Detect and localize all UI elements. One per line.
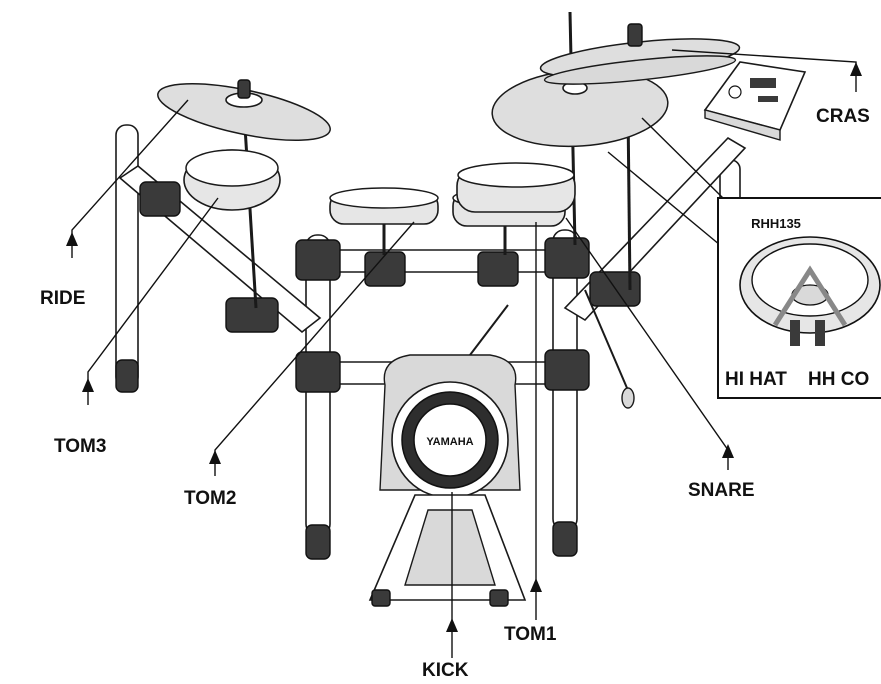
snare-pad-head — [457, 162, 575, 188]
module-knob-icon — [728, 85, 742, 99]
arrow-kick — [446, 618, 458, 632]
rack-foot-front-left — [305, 524, 331, 560]
arrow-tom1 — [530, 578, 542, 592]
rhh135-inset: RHH135 HI HAT HH CO — [607, 117, 881, 399]
hihat-jack-icon — [790, 320, 800, 346]
rhh135-triangle-marker — [772, 265, 848, 327]
leader-tom3 — [87, 197, 219, 405]
hh-stand-rod — [584, 289, 631, 396]
clamp-far-left — [139, 181, 181, 217]
arrow-tom2 — [209, 450, 221, 464]
inset-model-label: RHH135 — [751, 216, 801, 231]
label-tom2: TOM2 — [184, 488, 236, 509]
arrow-crash — [850, 62, 862, 76]
rack-crossbar-upper — [311, 249, 563, 273]
hh-stand-foot — [621, 387, 635, 409]
kick-pad-spur-left — [371, 589, 391, 607]
tom3-pad — [183, 149, 281, 211]
inset-pointer-a — [607, 151, 721, 246]
clamp-tom1 — [477, 251, 519, 287]
clamp-upper-left — [295, 239, 341, 281]
leader-ride — [71, 99, 189, 258]
clamp-tom2 — [364, 251, 406, 287]
kick-pad-spur-right — [489, 589, 509, 607]
inset-hihat-label: HI HAT — [725, 369, 787, 390]
module-display-icon — [750, 78, 776, 88]
ride-cymbal — [157, 79, 331, 141]
drum-module-front — [704, 109, 781, 141]
module-buttons-icon — [758, 96, 778, 102]
inset-pointer-b — [641, 117, 726, 201]
rack-foot-front-right — [552, 521, 578, 557]
kick-pad-face — [413, 403, 487, 477]
clamp-lower-right — [544, 349, 590, 391]
tom2-pad — [329, 187, 439, 255]
brand-logo: YAMAHA — [426, 436, 473, 448]
part-labels: RIDE TOM3 TOM2 TOM1 KICK SNARE CRAS — [40, 106, 870, 681]
ride-rod — [242, 109, 258, 309]
clamp-lower-left — [295, 351, 341, 393]
arrow-ride — [66, 232, 78, 246]
snare-stand-leg — [469, 304, 509, 356]
drum-module — [703, 61, 807, 141]
clamp-upper-right — [544, 237, 590, 279]
hihat-clutch — [627, 23, 643, 47]
label-crash: CRAS — [816, 106, 870, 127]
hihat-cymbal — [539, 23, 741, 85]
snare-pad — [456, 162, 576, 213]
kick-pad: YAMAHA — [368, 354, 527, 607]
arrow-snare — [722, 444, 734, 458]
hh-control-jack-icon — [815, 320, 825, 346]
label-snare: SNARE — [688, 480, 755, 501]
leader-snare — [565, 217, 729, 470]
hihat-cymbal-bottom — [543, 55, 737, 85]
tom3-pad-head — [185, 149, 279, 187]
clamp-left-arm — [225, 297, 279, 333]
rack-leg-far-left — [115, 124, 139, 388]
leader-lines — [66, 49, 862, 658]
arrow-tom3 — [82, 378, 94, 392]
crash-rod — [626, 109, 632, 291]
rack-foot-far-left — [115, 359, 139, 393]
crash-cymbal — [491, 68, 669, 148]
kick-pad-base-inner — [404, 509, 496, 586]
ride-cymbal-nut — [237, 79, 251, 99]
label-tom3: TOM3 — [54, 436, 106, 457]
inset-hhcontrol-label: HH CO — [808, 369, 869, 390]
label-kick: KICK — [422, 660, 469, 681]
rhh135-pad-inner — [751, 243, 869, 317]
label-ride: RIDE — [40, 288, 85, 309]
label-tom1: TOM1 — [504, 624, 557, 645]
tom2-pad-head — [329, 187, 439, 209]
